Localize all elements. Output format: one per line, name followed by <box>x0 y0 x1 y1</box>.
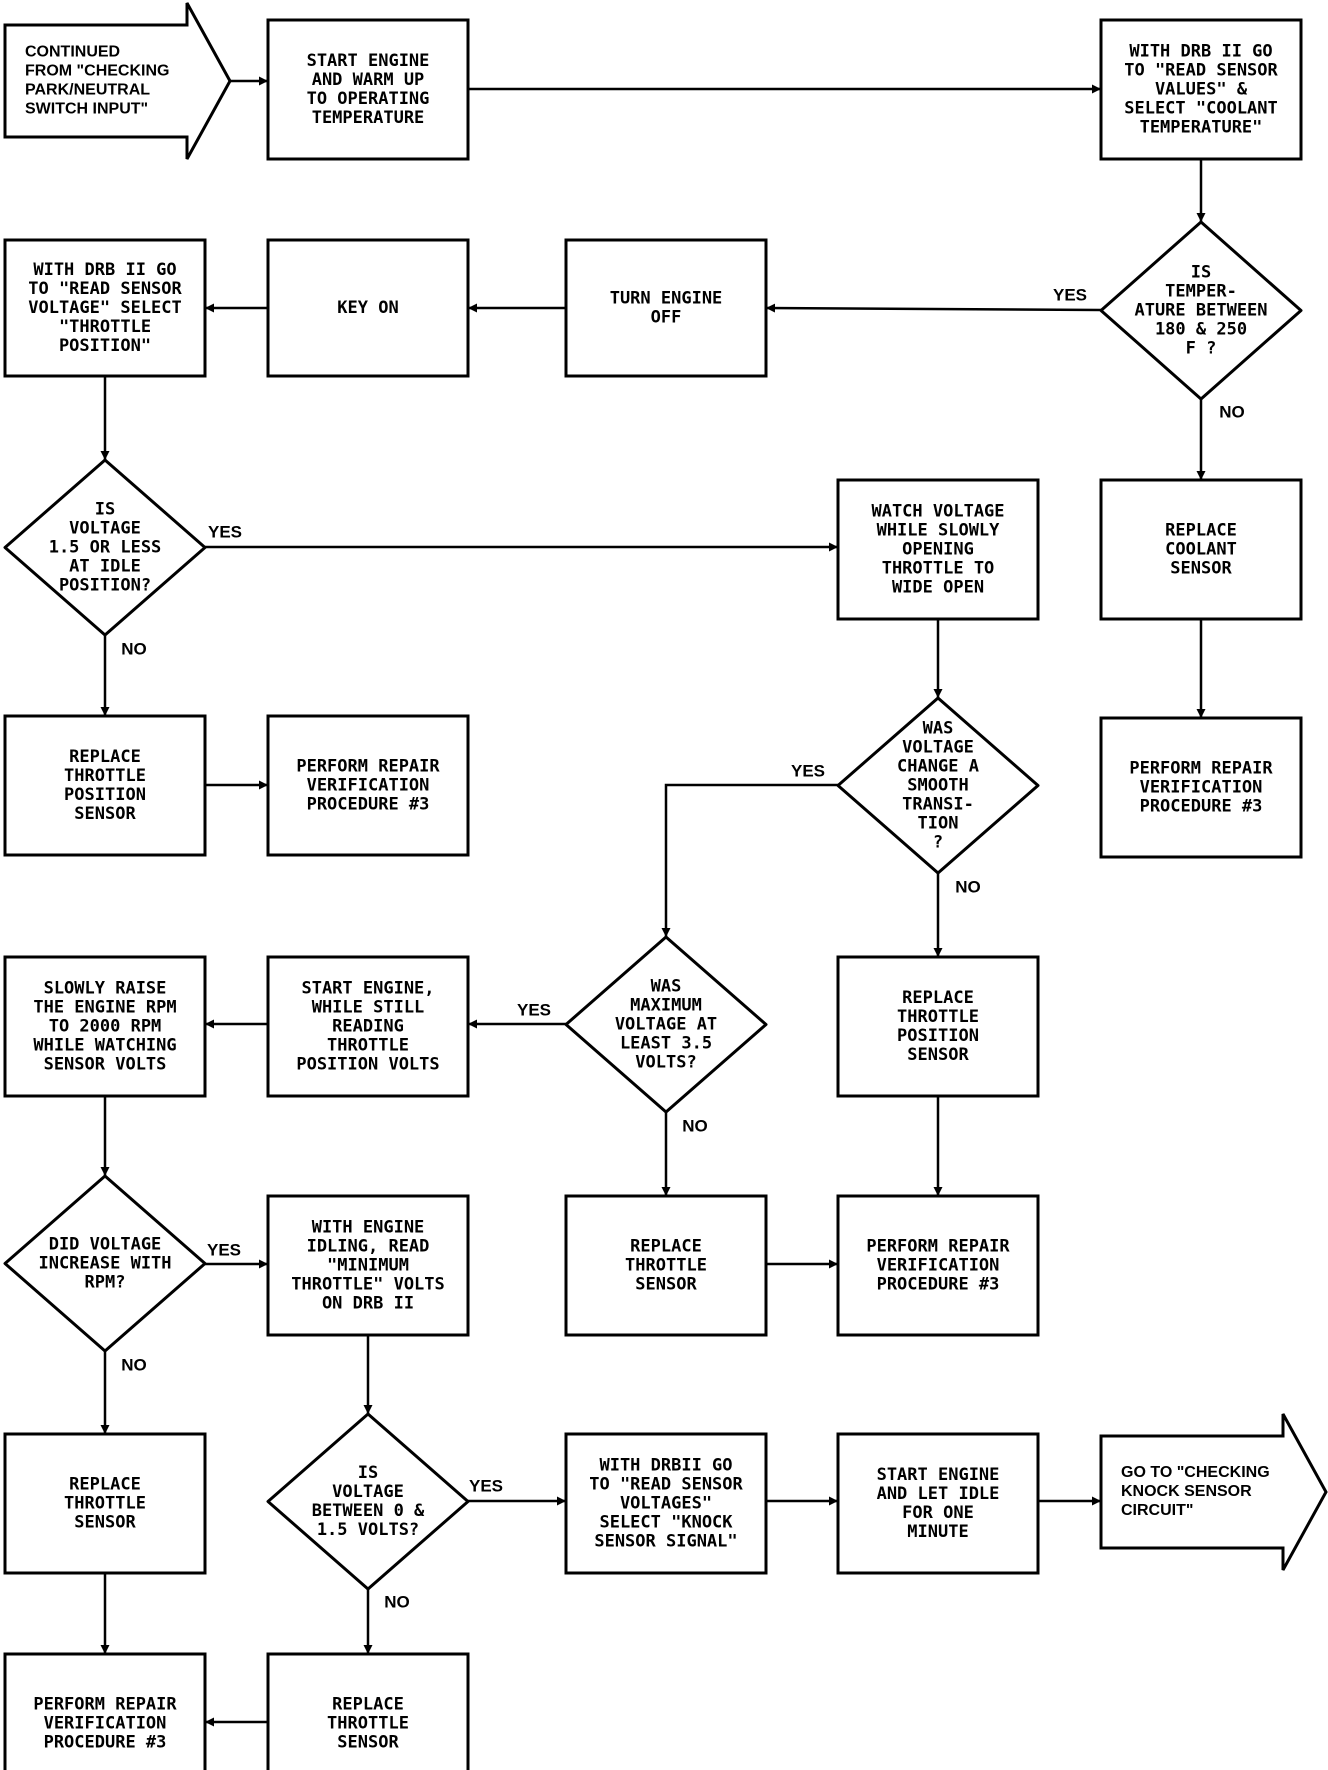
key-on-box <box>266 238 470 378</box>
drb-throttle-box <box>3 238 207 378</box>
end-terminal-arrow-shape <box>1099 1413 1328 1571</box>
start-engine-reading-box <box>266 955 470 1098</box>
q-between-decision <box>266 1412 470 1591</box>
q-increase-yes-label: YES <box>207 1240 241 1259</box>
replace-throttle-2-box <box>3 1432 207 1575</box>
q-smooth-no-label: NO <box>955 877 981 896</box>
idle-min-throttle-box <box>266 1194 470 1337</box>
drb-coolant-box <box>1099 18 1303 161</box>
q-smooth-yes-label: YES <box>791 761 825 780</box>
key-on-text: KEY ON <box>337 298 398 318</box>
q-idle-no-label: NO <box>121 639 147 658</box>
turn-engine-off-box <box>564 238 768 378</box>
q-temp-decision <box>1099 220 1303 401</box>
q-idle-yes-label: YES <box>208 522 242 541</box>
replace-throttle-3-box <box>266 1652 470 1770</box>
start-idle-minute-box <box>836 1432 1040 1575</box>
start-terminal-arrow-shape <box>3 2 232 160</box>
q-between-yes-label: YES <box>469 1476 503 1495</box>
raise-rpm-box <box>3 955 207 1098</box>
drb-knock-box <box>564 1432 768 1575</box>
q-smooth-decision <box>836 696 1040 875</box>
q-smooth-yes-arrow <box>661 783 838 937</box>
replace-tps-1-box <box>3 714 207 857</box>
start-engine-warm-box <box>266 18 470 161</box>
q-temp-no-label: NO <box>1219 402 1245 421</box>
q-temp-yes-arrow <box>765 303 1102 313</box>
q-increase-no-label: NO <box>121 1355 147 1374</box>
replace-throttle-1-box <box>564 1194 768 1337</box>
watch-voltage-box <box>836 478 1040 621</box>
q-idle-decision <box>3 458 207 637</box>
q-increase-decision <box>3 1174 207 1353</box>
q-max-decision <box>564 935 768 1114</box>
verify-3-box <box>3 1652 207 1770</box>
q-temp-yes-label: YES <box>1053 285 1087 304</box>
q-max-yes-label: YES <box>517 1000 551 1019</box>
q-max-no-label: NO <box>682 1116 708 1135</box>
verify-1-box <box>266 714 470 857</box>
replace-tps-2-box <box>836 955 1040 1098</box>
q-between-no-label: NO <box>384 1592 410 1611</box>
verify-2-box <box>836 1194 1040 1337</box>
replace-coolant-box <box>1099 478 1303 621</box>
verify-coolant-box <box>1099 716 1303 859</box>
